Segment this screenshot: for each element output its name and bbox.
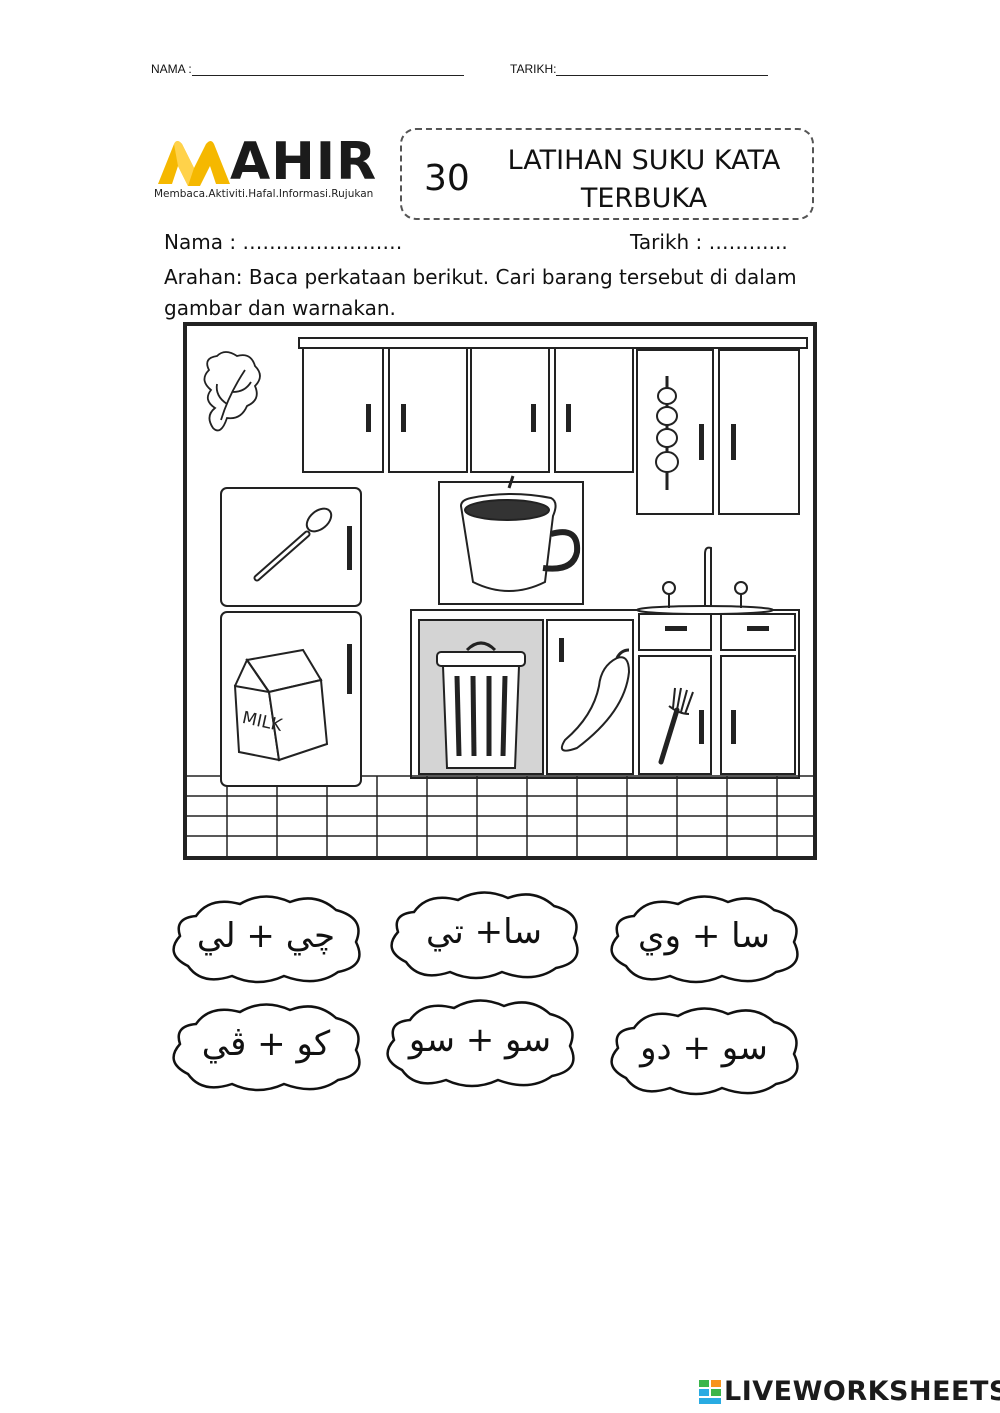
syllable-cloud[interactable]: سو + دو [604,1004,804,1096]
instruction: Arahan: Baca perkataan berikut. Cari bar… [164,265,797,320]
syllable-text: سو + دو [640,1028,768,1068]
tarikh-field: Tarikh : ………... [630,230,788,254]
syllable-text: سا+ تي [426,912,542,952]
date-line: TARIKH: [510,62,769,76]
title-box: 30 LATIHAN SUKU KATA TERBUKA [400,128,814,220]
liveworksheets-icon [699,1380,721,1404]
mahir-logo: AHIR Membaca.Aktiviti.Hafal.Informasi.Ru… [152,128,384,208]
syllable-cloud[interactable]: سا+ تي [384,888,584,980]
logo-tagline: Membaca.Aktiviti.Hafal.Informasi.Rujukan [154,188,374,200]
nama-field: Nama : …………………… [164,230,403,254]
milk-carton-icon: MILK [233,648,329,762]
name-blank[interactable] [191,63,464,76]
logo-word: AHIR [230,132,378,192]
spoon-icon [253,507,333,582]
date-label: TARIKH: [510,62,557,76]
syllable-cloud[interactable]: سو + سو [380,996,580,1088]
title-line-1: LATIHAN SUKU KATA [507,145,781,176]
cabinet-handles [366,404,736,460]
coffee-cup-icon [438,475,584,605]
syllable-text: چي + لي [196,916,336,956]
upper-cabinets [302,347,800,515]
syllable-cloud[interactable]: چي + لي [166,892,366,984]
fork-icon [658,687,694,765]
chili-icon [561,648,631,752]
kitchen-illustration: MILK [181,320,819,862]
logo-m-icon [158,141,230,186]
name-line: NAMA : [151,62,464,76]
date-blank[interactable] [556,63,769,76]
cabinet-top-trim [298,337,808,349]
syllable-cloud[interactable]: كو + ڤي [166,1000,366,1092]
syllable-text: سا + وي [638,916,770,956]
exercise-number: 30 [424,158,470,199]
trash-bin-icon [436,641,526,769]
liveworksheets-brand: LIVEWORKSHEETS [724,1376,1000,1407]
lettuce-icon [203,351,261,432]
syllable-text: سو + سو [408,1020,552,1060]
name-label: NAMA : [151,62,192,76]
exercise-title: LATIHAN SUKU KATA TERBUKA [494,142,794,218]
title-line-2: TERBUKA [580,183,708,214]
satay-icon [655,376,679,490]
syllable-cloud[interactable]: سا + وي [604,892,804,984]
syllable-text: كو + ڤي [201,1024,331,1064]
counter [410,609,800,779]
